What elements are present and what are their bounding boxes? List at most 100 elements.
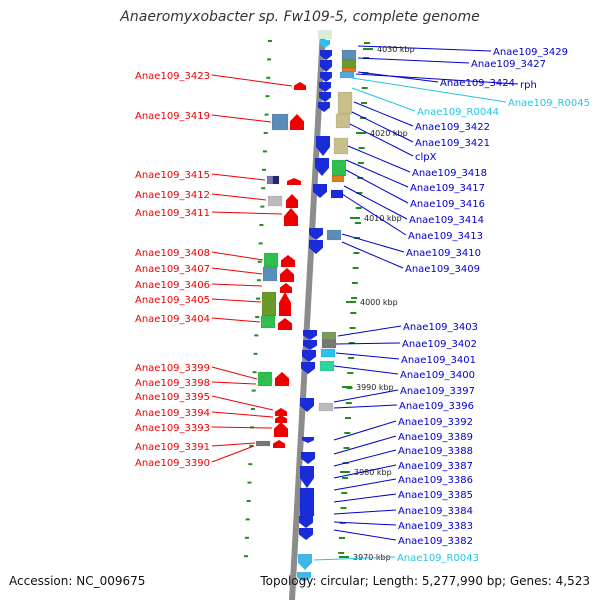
left-gene-label: Anae109_3407 (135, 264, 210, 275)
gene-block (341, 49, 357, 61)
left-leader-line (211, 317, 261, 323)
right-gene-label: Anae109_3401 (401, 355, 476, 366)
right-gene-label: Anae109_3422 (415, 122, 490, 133)
kbp-label: 4020 kbp (370, 129, 408, 138)
right-leader-line (333, 449, 397, 467)
left-leader-line (211, 442, 256, 447)
right-gene-label: Anae109_R0044 (417, 107, 499, 118)
right-guide-tick-7 (358, 147, 365, 149)
gene-block (337, 91, 353, 115)
left-guide-tick-8 (261, 187, 266, 190)
right-gene-label: Anae109_3392 (398, 417, 473, 428)
right-gene-label: Anae109_3414 (409, 215, 484, 226)
right-leader-line (333, 478, 397, 491)
left-guide-tick-6 (262, 150, 267, 153)
red-gene-arrow (279, 292, 291, 316)
right-gene-label: Anae109_3389 (398, 432, 473, 443)
gene-block (333, 137, 349, 155)
blue-gene-arrow (300, 466, 314, 488)
gene-block (321, 331, 337, 341)
right-guide-tick-11 (355, 207, 362, 209)
right-leader-line (345, 169, 409, 204)
left-guide-tick-4 (264, 113, 269, 116)
left-guide-tick-14 (256, 297, 260, 300)
right-leader-line (333, 521, 397, 526)
kbp-tick-3 (346, 301, 356, 303)
right-leader-line (313, 556, 396, 561)
right-gene-label: Anae109_3416 (410, 199, 485, 210)
right-gene-label: Anae109_3429 (493, 47, 568, 58)
red-gene-arrow (294, 82, 306, 90)
blue-gene-arrow (299, 516, 313, 528)
left-gene-label: Anae109_3391 (135, 442, 210, 453)
gene-block (255, 440, 271, 447)
right-gene-label: Anae109_R0043 (397, 553, 479, 564)
left-guide-tick-22 (249, 444, 254, 447)
gene-block (339, 71, 355, 79)
right-gene-label: Anae109_3403 (403, 322, 478, 333)
left-guide-tick-9 (260, 205, 265, 208)
blue-gene-arrow (309, 228, 323, 240)
red-gene-arrow (275, 372, 289, 386)
red-gene-arrow (286, 194, 298, 208)
right-gene-label: Anae109_3409 (405, 264, 480, 275)
kbp-tick-6 (339, 556, 349, 558)
right-guide-tick-0 (364, 42, 370, 44)
right-leader-line (333, 509, 397, 515)
right-guide-tick-27 (343, 447, 350, 449)
right-guide-tick-31 (340, 507, 347, 509)
kbp-tick-2 (350, 217, 360, 219)
blue-gene-arrow (303, 330, 317, 340)
red-gene-arrow (275, 415, 287, 423)
left-guide-tick-3 (265, 95, 270, 98)
right-guide-tick-4 (361, 102, 367, 104)
right-gene-label: Anae109_3385 (398, 490, 473, 501)
kbp-tick-5 (340, 471, 350, 473)
blue-gene-arrow (313, 184, 327, 198)
right-guide-tick-3 (361, 87, 368, 89)
left-leader-line (211, 114, 272, 123)
left-guide-tick-1 (267, 58, 272, 61)
right-guide-tick-21 (348, 357, 355, 359)
left-gene-label: Anae109_3408 (135, 248, 210, 259)
right-guide-tick-15 (352, 267, 359, 269)
kbp-label: 4000 kbp (360, 298, 398, 307)
blue-gene-arrow (298, 554, 312, 570)
left-leader-line (211, 267, 263, 275)
red-gene-arrow (280, 268, 294, 282)
blue-gene-arrow (302, 350, 316, 362)
right-guide-tick-10 (356, 192, 363, 194)
gene-block (335, 113, 351, 129)
blue-gene-arrow (303, 340, 317, 350)
right-guide-tick-18 (350, 312, 357, 314)
right-gene-label: Anae109_3418 (412, 168, 487, 179)
right-guide-tick-34 (338, 552, 345, 554)
gene-block (341, 67, 357, 73)
right-guide-tick-30 (341, 492, 348, 494)
right-guide-tick-8 (357, 162, 364, 164)
right-gene-label: Anae109_3396 (399, 401, 474, 412)
right-leader-line (353, 101, 414, 127)
blue-gene-arrow (301, 452, 315, 464)
right-guide-tick-19 (349, 327, 356, 329)
left-guide-tick-7 (262, 168, 266, 171)
right-gene-label: Anae109_3410 (406, 248, 481, 259)
right-gene-label: Anae109_3400 (400, 370, 475, 381)
right-guide-tick-32 (339, 522, 346, 524)
blue-gene-arrow (320, 60, 332, 72)
gene-block (318, 402, 334, 412)
blue-gene-arrow (299, 528, 313, 540)
right-guide-tick-26 (344, 432, 351, 434)
right-gene-label: Anae109_3421 (415, 138, 490, 149)
left-gene-label: Anae109_3404 (135, 314, 210, 325)
gene-block (320, 348, 336, 358)
right-leader-line (357, 45, 492, 52)
left-leader-line (211, 411, 274, 418)
left-gene-label: Anae109_3415 (135, 170, 210, 181)
red-gene-arrow (287, 178, 301, 185)
blue-gene-arrow (316, 136, 330, 156)
right-leader-line (355, 73, 519, 85)
right-leader-line (341, 233, 405, 253)
